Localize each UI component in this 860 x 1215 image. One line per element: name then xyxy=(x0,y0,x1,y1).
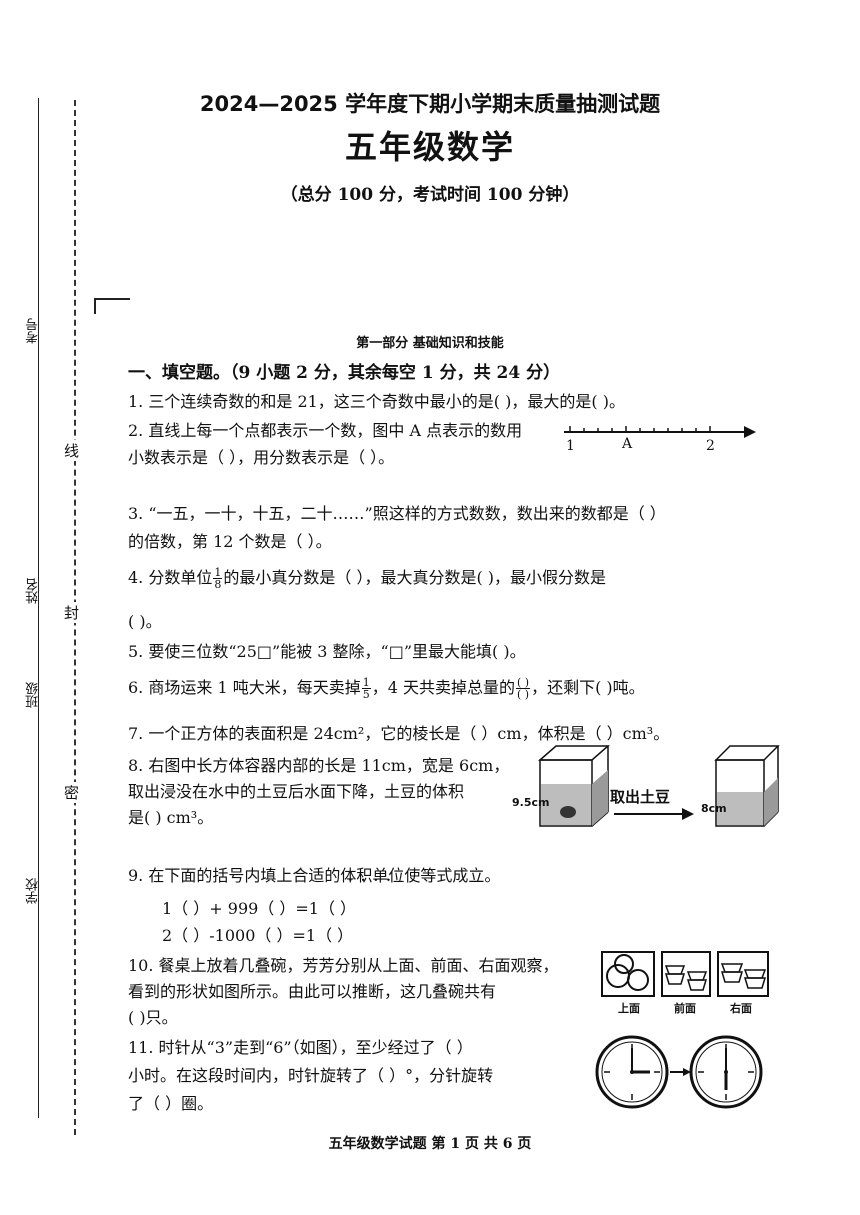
question-2-line-1: 2. 直线上每一个点都表示一个数，图中 A 点表示的数用 xyxy=(128,421,523,440)
question-5: 5. 要使三位数“25□”能被 3 整除，“□”里最大能填( )。 xyxy=(128,642,526,661)
question-6-suffix: ，还剩下( )吨。 xyxy=(531,678,645,697)
left-water-height: 9.5cm xyxy=(512,796,550,809)
sidebar-field-class: 班级 xyxy=(26,682,41,708)
question-6-middle: ，4 天共卖掉总量的 xyxy=(371,678,515,697)
view-label-right: 右面 xyxy=(730,1002,752,1015)
number-line-label-2: 2 xyxy=(706,438,715,454)
question-4-prefix: 4. 分数单位 xyxy=(128,568,213,587)
question-9-row-2: 2（ ）-1000（ ）=1（ ） xyxy=(162,926,354,945)
question-10-line-2: 看到的形状如图所示。由此可以推断，这几叠碗共有 xyxy=(128,982,497,1001)
bowl-views-figure xyxy=(601,951,769,997)
question-8-line-2: 取出浸没在水中的土豆后水面下降，土豆的体积 xyxy=(128,782,465,801)
emphasis-dots: •••• xyxy=(348,876,399,885)
fraction-numerator: 1 xyxy=(361,676,371,689)
sidebar-mark-mi: 密 xyxy=(64,782,80,803)
question-1: 1. 三个连续奇数的和是 21，这三个奇数中最小的是( )，最大的是( )。 xyxy=(128,392,625,411)
sidebar-mark-feng: 封 xyxy=(64,602,80,623)
question-9: 9. 在下面的括号内填上合适的体积单位使等式成立。 xyxy=(128,866,501,885)
question-4-line-2: ( )。 xyxy=(128,612,162,631)
number-line-label-1: 1 xyxy=(566,438,575,454)
question-8-line-3: 是( ) cm³。 xyxy=(128,808,214,827)
section-title: 一、填空题。（9 小题 2 分，其余每空 1 分，共 24 分） xyxy=(128,363,561,383)
question-10-line-1: 10. 餐桌上放着几叠碗，芳芳分别从上面、前面、右面观察， xyxy=(128,956,559,975)
question-10-line-3: ( )只。 xyxy=(128,1008,178,1027)
question-2-line-2: 小数表示是（ ），用分数表示是（ ）。 xyxy=(128,448,395,467)
fraction-denominator: 5 xyxy=(362,688,370,701)
corner-mark xyxy=(94,298,130,314)
question-3-line-1: 3. “一五，一十，十五，二十……”照这样的方式数数，数出来的数都是（ ） xyxy=(128,504,666,523)
fraction-denominator: 8 xyxy=(214,578,222,591)
question-11-line-1: 11. 时针从“3”走到“6”（如图），至少经过了（ ） xyxy=(128,1038,473,1057)
fraction-blank-denominator: ( ) xyxy=(517,688,530,701)
sidebar-field-school: 学校 xyxy=(26,878,41,904)
right-water-height: 8cm xyxy=(701,802,727,815)
exam-title: 2024—2025 学年度下期小学期末质量抽测试题 xyxy=(199,92,661,116)
exam-note: （总分 100 分，考试时间 100 分钟） xyxy=(280,185,580,205)
question-8-line-1: 8. 右图中长方体容器内部的长是 11cm，宽是 6cm， xyxy=(128,756,510,775)
action-label: 取出土豆 xyxy=(610,788,671,806)
sidebar-mark-xian: 线 xyxy=(64,440,80,461)
sidebar-binding-margin: 学校 班级 姓名 考号 密 封 线 xyxy=(0,0,130,1215)
question-4-suffix: 的最小真分数是（ ），最大真分数是( )，最小假分数是 xyxy=(223,568,607,587)
subject-title: 五年级数学 xyxy=(344,128,515,166)
potato-container-figure xyxy=(538,745,780,827)
view-label-top: 上面 xyxy=(618,1002,640,1015)
question-7: 7. 一个正方体的表面积是 24cm²，它的棱长是（ ）cm，体积是（ ）cm³… xyxy=(128,724,670,743)
sidebar-field-name: 姓名 xyxy=(26,578,41,604)
number-line-figure xyxy=(564,426,756,438)
question-9-row-1: 1（ ）+ 999（ ）=1（ ） xyxy=(162,899,357,918)
sidebar-solid-line xyxy=(38,98,39,1118)
page-footer: 五年级数学试题 第 1 页 共 6 页 xyxy=(328,1136,532,1152)
question-6-prefix: 6. 商场运来 1 吨大米，每天卖掉 xyxy=(128,678,361,697)
part-title: 第一部分 基础知识和技能 xyxy=(356,336,504,351)
fraction-blank-numerator: ( ) xyxy=(516,676,531,689)
clocks-figure xyxy=(595,1035,763,1109)
question-11-line-2: 小时。在这段时间内，时针旋转了（ ）°，分针旋转 xyxy=(128,1066,494,1085)
number-line-label-a: A xyxy=(622,436,633,452)
view-label-front: 前面 xyxy=(674,1002,696,1015)
fraction-numerator: 1 xyxy=(213,566,223,579)
question-3-line-2: 的倍数，第 12 个数是（ ）。 xyxy=(128,532,332,551)
question-11-line-3: 了（ ）圈。 xyxy=(128,1094,214,1113)
fraction-blank: ( )( ) xyxy=(516,676,531,701)
